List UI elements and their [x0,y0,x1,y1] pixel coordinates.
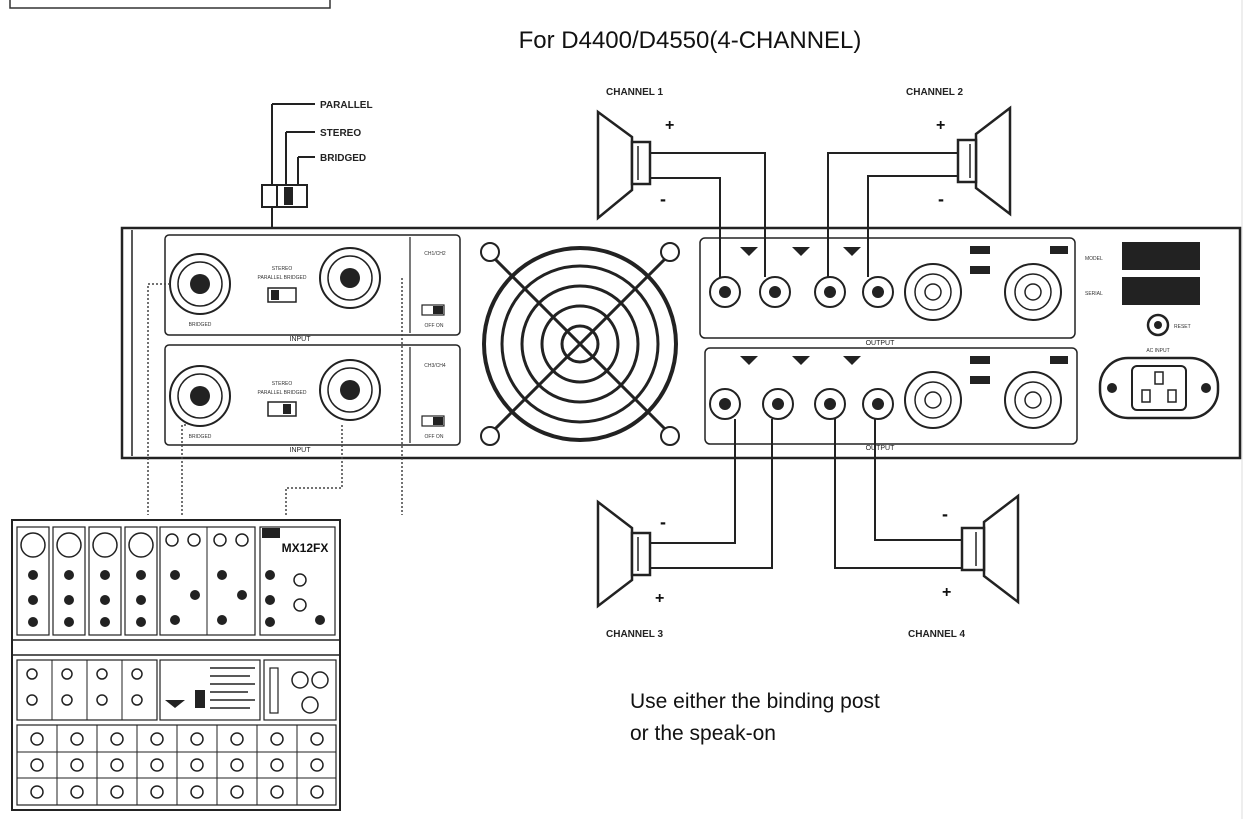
speaker-wiring [650,152,962,569]
mode-switch-callout: PARALLEL STEREO BRIDGED [261,100,373,262]
speaker-cone [982,493,1020,605]
speakon-connector [1004,371,1062,429]
speaker-channel-1: + - CHANNEL 1 [596,87,674,221]
header-box-fragment [9,0,331,9]
usage-note: Use either the binding post or the speak… [630,690,880,745]
power-section: MODEL SERIAL RESET AC INPUT [1085,242,1220,420]
speaker-cone [596,499,634,609]
mode-stereo-label: STEREO [320,128,361,139]
speaker-cone [596,109,634,221]
amp-chassis [120,226,1242,460]
polarity-plus: + [665,117,674,134]
speaker-magnet [630,140,652,186]
serial-label: SERIAL [1085,291,1103,297]
channel-2-label: CHANNEL 2 [906,87,963,98]
polarity-minus: - [660,512,666,532]
channel-4-label: CHANNEL 4 [908,629,965,640]
model-label: MODEL [1085,256,1103,262]
output-section-ch12: OUTPUT [699,237,1076,347]
speaker-channel-3: - + CHANNEL 3 [596,499,666,640]
input-label-upper: INPUT [290,336,312,343]
speakon-connector [904,371,962,429]
note-line-2: or the speak-on [630,722,776,745]
mixer-stereo-strips: MX12FX [159,526,336,636]
polarity-minus: - [938,189,944,209]
reset-label: RESET [1174,324,1191,330]
speaker-magnet [956,138,978,184]
input-wiring [147,278,403,515]
speakon-connector [1004,263,1062,321]
serial-plate [1122,277,1200,305]
channel-1-label: CHANNEL 1 [606,87,663,98]
mode-bridged-label: BRIDGED [320,153,366,164]
output-label-upper: OUTPUT [866,340,896,347]
mixer-model-label: MX12FX [282,541,329,555]
polarity-minus: - [660,189,666,209]
mixer-console: MX12FX [11,519,341,811]
polarity-plus: + [655,590,664,607]
stereo-label: STEREO [272,381,293,387]
diagram-title: For D4400/D4550(4-CHANNEL) [519,27,862,54]
input-section-ch12: STEREO PARALLEL BRIDGED BRIDGED CH1/CH2 … [164,234,461,343]
mixer-lower-rack [16,659,337,806]
parallel-bridged-label: PARALLEL BRIDGED [258,390,307,396]
ac-input-label: AC INPUT [1146,348,1169,354]
speakon-connector [904,263,962,321]
off-on-label: OFF ON [425,323,444,329]
mode-switch [267,401,297,417]
speaker-magnet [630,531,652,577]
speaker-magnet [960,526,986,572]
channel-3-label: CHANNEL 3 [606,629,663,640]
speaker-channel-2: + - CHANNEL 2 [906,87,1012,217]
mixer-mic-strips [16,526,158,636]
cooling-fan [480,242,680,446]
parallel-bridged-label: PARALLEL BRIDGED [258,275,307,281]
ch12-label: CH1/CH2 [424,251,446,257]
polarity-plus: + [942,584,951,601]
input-section-ch34: STEREO PARALLEL BRIDGED BRIDGED CH3/CH4 … [164,344,461,454]
output-label-lower: OUTPUT [866,445,896,452]
stereo-label: STEREO [272,266,293,272]
output-section-ch34: OUTPUT [704,347,1078,452]
bridged-label: BRIDGED [189,322,212,328]
mixer-body [11,519,341,811]
ch34-label: CH3/CH4 [424,363,446,369]
note-line-1: Use either the binding post [630,690,880,713]
mode-parallel-label: PARALLEL [320,100,373,111]
speaker-cone [974,105,1012,217]
speaker-channel-4: - + CHANNEL 4 [908,493,1020,640]
off-on-label: OFF ON [425,434,444,440]
amplifier-rear-panel: STEREO PARALLEL BRIDGED BRIDGED CH1/CH2 … [120,226,1242,460]
polarity-plus: + [936,117,945,134]
bridged-label: BRIDGED [189,434,212,440]
model-plate [1122,242,1200,270]
input-label-lower: INPUT [290,447,312,454]
polarity-minus: - [942,504,948,524]
